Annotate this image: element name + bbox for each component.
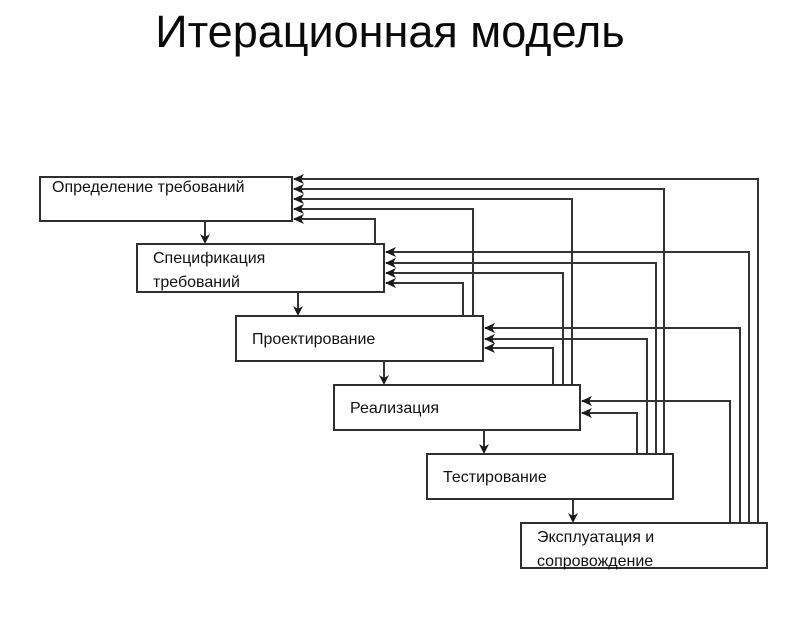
stage-label: Эксплуатация и — [537, 529, 654, 546]
stage-label: Проектирование — [252, 331, 375, 348]
stage-box — [136, 243, 385, 293]
arrow-left-icon — [581, 396, 592, 406]
arrow-down-icon — [379, 375, 389, 385]
feedback-arrows — [293, 174, 759, 523]
stage-operation: Эксплуатация и сопровождение — [520, 522, 768, 570]
forward-specification-to-design — [293, 292, 303, 316]
stage-design: Проектирование — [235, 315, 484, 362]
forward-requirements-to-specification — [200, 221, 210, 244]
feedback-line — [582, 412, 638, 454]
forward-implementation-to-testing — [479, 430, 489, 454]
arrow-down-icon — [568, 513, 578, 523]
forward-design-to-implementation — [379, 361, 389, 385]
feedback-specification-to-requirements — [293, 214, 376, 244]
feedback-line — [294, 198, 573, 385]
stage-box — [426, 453, 674, 500]
feedback-operation-to-design — [484, 323, 741, 523]
stage-label: Определение требований — [52, 179, 245, 196]
arrow-left-icon — [385, 278, 396, 288]
arrow-down-icon — [293, 306, 303, 316]
feedback-line — [485, 327, 741, 523]
stage-testing: Тестирование — [426, 453, 674, 500]
stage-implementation: Реализация — [333, 384, 581, 431]
feedback-line — [294, 188, 665, 454]
feedback-line — [386, 282, 464, 316]
stage-requirements: Определение требований — [39, 176, 293, 222]
arrow-down-icon — [200, 234, 210, 244]
forward-arrows — [200, 221, 578, 523]
feedback-operation-to-specification — [385, 247, 750, 523]
arrow-left-icon — [484, 343, 495, 353]
feedback-implementation-to-specification — [385, 268, 564, 385]
arrow-left-icon — [293, 204, 304, 214]
feedback-line — [294, 218, 376, 244]
feedback-operation-to-requirements — [293, 174, 759, 523]
feedback-testing-to-design — [484, 334, 648, 454]
arrow-left-icon — [385, 247, 396, 257]
forward-testing-to-operation — [568, 499, 578, 523]
stage-label: Спецификация — [153, 250, 265, 267]
feedback-testing-to-implementation — [581, 408, 638, 454]
stage-box — [235, 315, 484, 362]
stage-box — [39, 176, 293, 222]
feedback-implementation-to-requirements — [293, 194, 573, 385]
stage-label: Реализация — [350, 400, 439, 417]
feedback-testing-to-specification — [385, 258, 657, 454]
arrow-left-icon — [581, 408, 592, 418]
stage-box — [333, 384, 581, 431]
feedback-implementation-to-design — [484, 343, 554, 385]
stage-label: требований — [153, 274, 240, 291]
arrow-left-icon — [293, 174, 304, 184]
arrow-left-icon — [385, 268, 396, 278]
stage-label: сопровождение — [537, 553, 653, 570]
feedback-line — [582, 400, 731, 523]
stage-specification: Спецификация требований — [136, 243, 385, 293]
feedback-line — [294, 208, 474, 316]
feedback-line — [386, 262, 657, 454]
arrow-left-icon — [385, 258, 396, 268]
arrow-left-icon — [293, 184, 304, 194]
stage-label: Тестирование — [443, 469, 547, 486]
arrow-down-icon — [479, 444, 489, 454]
feedback-line — [386, 272, 564, 385]
feedback-operation-to-implementation — [581, 396, 731, 523]
feedback-line — [294, 178, 759, 523]
feedback-line — [485, 338, 648, 454]
arrow-left-icon — [293, 194, 304, 204]
feedback-line — [386, 251, 750, 523]
page-title: Итерационная модель — [155, 6, 625, 57]
arrow-left-icon — [293, 214, 304, 224]
arrow-left-icon — [484, 334, 495, 344]
feedback-design-to-specification — [385, 278, 464, 316]
feedback-line — [485, 347, 554, 385]
feedback-testing-to-requirements — [293, 184, 665, 454]
feedback-design-to-requirements — [293, 204, 474, 316]
arrow-left-icon — [484, 323, 495, 333]
stage-box — [520, 522, 768, 569]
